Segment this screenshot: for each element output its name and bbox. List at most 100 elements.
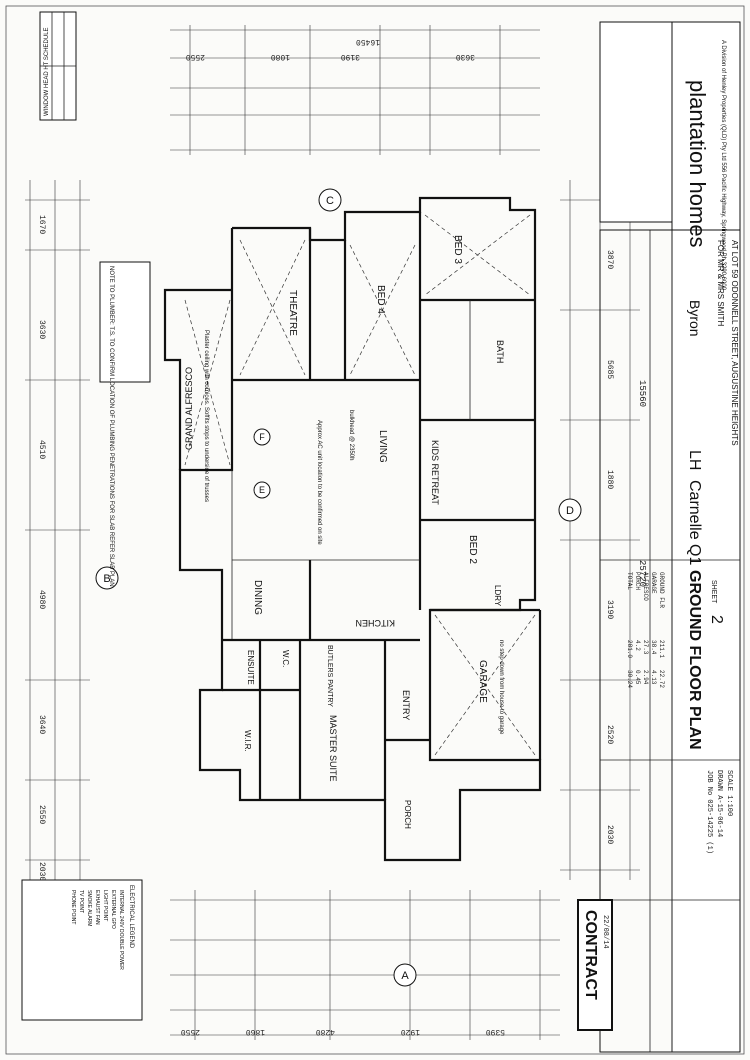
notes: NOTE TO PLUMBER: T.S. TO CONFIRM LOCATIO… <box>99 261 504 735</box>
window-schedule-title: WINDOW HEAD HT SCHEDULE <box>44 27 50 116</box>
bottom-dim-2: 1860 <box>246 1027 265 1036</box>
site-address: AT LOT 59 ODONNELL STREET, AUGUSTINE HEI… <box>730 240 739 446</box>
left-dim-3: 4510 <box>37 440 46 459</box>
section-marker-b: B <box>103 573 110 585</box>
area-table: GROUND FLR 211.1 22.72 GARAGE 38.4 4.13 … <box>626 572 665 688</box>
area-row-m2-2: 38.4 <box>650 640 657 655</box>
left-dim-4: 4980 <box>37 590 46 609</box>
room-bed4: BED 4 <box>375 285 386 314</box>
contract-stamp-date: 22/08/14 <box>601 915 609 949</box>
room-dining: DINING <box>252 580 263 615</box>
section-marker-c: C <box>326 195 334 207</box>
room-wir: W.I.R. <box>243 730 252 752</box>
drawn-date: DRAWN A-15-06-14 <box>715 770 723 837</box>
section-marker-a: A <box>401 970 409 982</box>
room-living: LIVING <box>377 430 388 463</box>
area-row-label-2: GARAGE <box>650 572 657 594</box>
room-theatre: THEATRE <box>287 290 298 336</box>
area-row-m2-1: 211.1 <box>658 640 665 658</box>
overall-width-dim: 15560 <box>637 380 647 407</box>
right-dim-1: 3870 <box>605 250 614 269</box>
electrical-legend: ELECTRICAL LEGEND INTERNAL 240V DOUBLE P… <box>21 879 143 1021</box>
bottom-dim-1: 2550 <box>181 1027 200 1036</box>
top-dim-overall: 16450 <box>356 37 380 46</box>
bulkhead-note: bulkhead @ 2350h <box>348 410 354 460</box>
legend-item-4: EXHAUST FAN <box>94 890 100 925</box>
left-dim-2: 3630 <box>37 320 46 339</box>
right-dimensions: 3870 5685 1880 3190 2520 2030 15560 2572… <box>560 180 647 880</box>
area-row-m2-4: 4.2 <box>634 640 641 651</box>
job-number: JOB No 025-14225 (1) <box>705 770 713 854</box>
overall-length-dim: 25720 <box>637 560 647 587</box>
area-row-label-4: PORCH <box>634 572 641 590</box>
room-bath: BATH <box>495 340 505 363</box>
contract-stamp: CONTRACT 22/08/14 <box>577 899 613 1031</box>
top-dim-2: 3190 <box>341 52 360 61</box>
top-dim-4: 1080 <box>271 52 290 61</box>
room-grand-alfresco: GRAND ALFRESCO <box>184 367 194 450</box>
room-labels: THEATRE BED 4 BED 3 BATH GRAND ALFRESCO … <box>184 235 505 829</box>
room-entry: ENTRY <box>401 690 411 720</box>
brand-address: A Division of Henley Properties (QLD) Pt… <box>720 40 726 291</box>
sheet-number: 2 <box>708 615 725 624</box>
top-dimensions: 2550 3190 3630 1080 16450 <box>170 25 540 155</box>
area-row-m2-3: 27.3 <box>642 640 649 655</box>
bottom-dimensions: 2550 1860 4280 1920 5390 <box>170 890 560 1040</box>
drawing-scale: SCALE 1:100 <box>725 770 733 816</box>
design-handing: LH <box>686 450 703 470</box>
plumber-note: NOTE TO PLUMBER: T.S. TO CONFIRM LOCATIO… <box>108 266 114 587</box>
legend-item-2: EXTERNAL GPO <box>110 890 116 929</box>
section-marker-d: D <box>566 505 574 517</box>
client-name: FOR MR & MRS SMITH <box>716 240 725 326</box>
room-kitchen: KITCHEN <box>355 618 395 628</box>
right-dim-3: 1880 <box>605 470 614 489</box>
area-row-sq-5: 30.24 <box>626 670 633 688</box>
room-bed2: BED 2 <box>467 535 478 564</box>
area-row-label-5: TOTAL <box>626 572 633 590</box>
room-kids-retreat: KIDS RETREAT <box>430 440 440 505</box>
area-row-m2-5: 281.0 <box>626 640 633 658</box>
alfresco-ceiling-note: Plaster ceiling with cornices. Soffits s… <box>203 330 209 502</box>
sheet-border <box>5 5 745 1055</box>
bottom-dim-5: 5390 <box>486 1027 505 1036</box>
facade-name: Byron <box>687 300 703 337</box>
right-dim-6: 2030 <box>605 825 614 844</box>
drawing-title: GROUND FLOOR PLAN <box>686 570 703 750</box>
left-dimensions: 1670 3630 4510 4980 3640 2550 2030 <box>25 180 90 881</box>
room-ldry: LDRY <box>493 585 502 607</box>
left-dim-5: 3640 <box>37 715 46 734</box>
room-butlers-pantry: BUTLERS PANTRY <box>326 645 333 707</box>
garage-step-note: no step down from house to garage <box>498 640 504 735</box>
bottom-dim-3: 4280 <box>316 1027 335 1036</box>
legend-item-6: TV POINT <box>78 890 84 913</box>
sheet-label: SHEET <box>710 580 717 604</box>
right-dim-4: 3190 <box>605 600 614 619</box>
right-dim-2: 5685 <box>605 360 614 379</box>
legend-item-3: LIGHT POINT <box>102 890 108 921</box>
top-dim-1: 2550 <box>186 52 205 61</box>
room-ensuite: ENSUITE <box>246 650 255 685</box>
area-row-sq-2: 4.13 <box>650 670 657 685</box>
room-master-suite: MASTER SUITE <box>328 715 338 782</box>
left-dim-6: 2550 <box>37 805 46 824</box>
title-block: plantation homes A Division of Henley Pr… <box>599 21 741 1053</box>
room-wc: W.C. <box>281 650 290 667</box>
area-row-sq-3: 2.94 <box>642 670 649 685</box>
room-bed3: BED 3 <box>452 235 463 264</box>
design-name: Carnelle Q1 <box>686 480 703 565</box>
ceiling-lines <box>184 214 536 756</box>
section-markers: C D B A E F <box>95 188 582 987</box>
area-row-sq-1: 22.72 <box>658 670 665 688</box>
area-row-label-1: GROUND FLR <box>658 572 665 608</box>
bottom-dim-4: 1920 <box>401 1027 420 1036</box>
legend-item-1: INTERNAL 240V DOUBLE POWER <box>118 890 124 970</box>
brand-logo-text: plantation homes <box>685 80 710 248</box>
house-walls <box>163 196 542 862</box>
window-schedule-table: WINDOW HEAD HT SCHEDULE <box>39 11 77 121</box>
section-marker-f: F <box>259 432 265 442</box>
right-dim-5: 2520 <box>605 725 614 744</box>
section-marker-e: E <box>259 485 265 495</box>
room-porch: PORCH <box>403 800 412 829</box>
